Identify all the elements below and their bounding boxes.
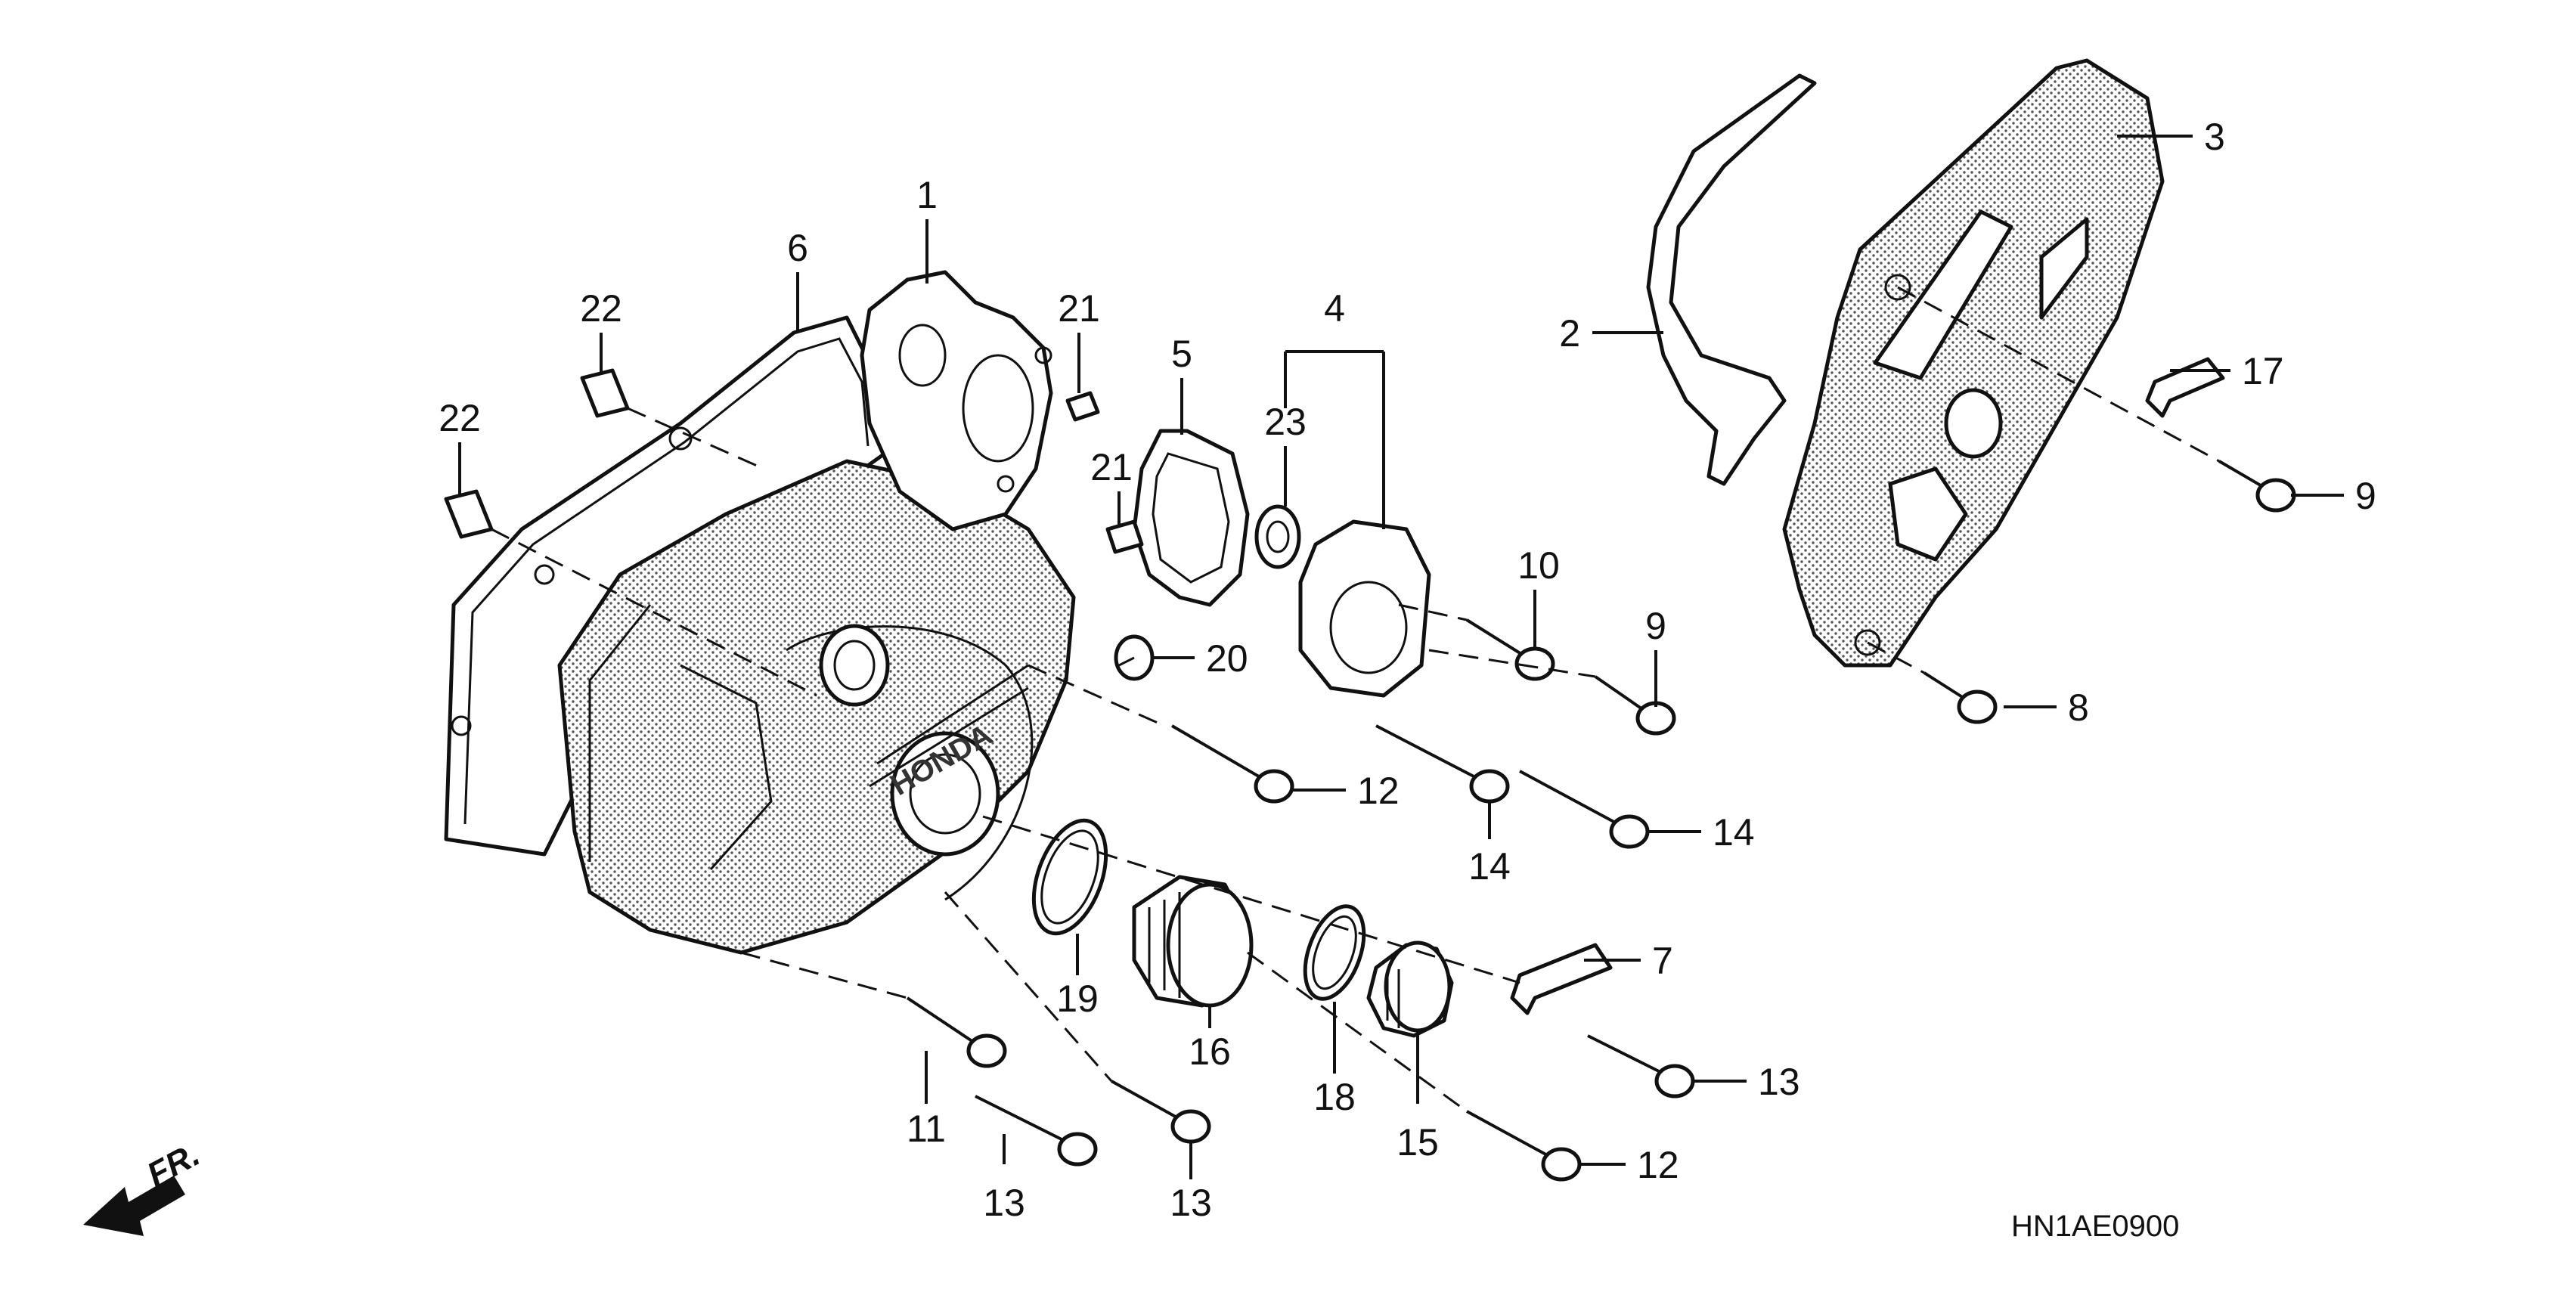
oil-seal-part-23: [1254, 504, 1301, 569]
assembly-lines: [491, 286, 2220, 1113]
callout-22-upper: 22: [580, 287, 622, 330]
stay-bracket-part-2: [1646, 73, 1817, 486]
callout-9-top: 9: [2355, 475, 2376, 517]
water-pump-body-part-1: [860, 270, 1053, 531]
callout-23: 23: [1264, 401, 1307, 443]
bolt-group: [906, 460, 2296, 1182]
callout-21-lower: 21: [1090, 446, 1133, 488]
callout-15: 15: [1396, 1121, 1439, 1164]
callout-7: 7: [1652, 940, 1673, 982]
callout-20: 20: [1206, 637, 1248, 680]
callout-5: 5: [1171, 333, 1192, 375]
callout-13-lower-left: 13: [983, 1182, 1025, 1224]
callout-3: 3: [2204, 116, 2225, 158]
callout-12-lower: 12: [1637, 1144, 1679, 1186]
callout-6: 6: [787, 227, 808, 269]
leader-lines: [458, 135, 2344, 1179]
front-direction-indicator: FR.: [83, 1136, 206, 1236]
pump-cover-part-4: [1298, 519, 1431, 698]
diagram-code: HN1AE0900: [2011, 1210, 2179, 1243]
callout-13-lower-middle: 13: [1170, 1182, 1212, 1224]
o-ring-part-18: [1303, 904, 1366, 1001]
callout-14-right: 14: [1713, 811, 1755, 854]
clip-part-7: [1510, 943, 1613, 1015]
callout-12-upper: 12: [1357, 770, 1400, 812]
collar-part-21-lower: [1105, 519, 1144, 554]
callout-2: 2: [1559, 312, 1580, 355]
dowel-part-22-lower: [444, 489, 494, 539]
hole-cap-part-15: [1366, 940, 1454, 1038]
callout-21-upper: 21: [1058, 287, 1100, 330]
callout-16: 16: [1189, 1030, 1231, 1073]
collar-part-21-upper: [1065, 391, 1100, 422]
callout-1: 1: [916, 174, 938, 216]
callout-19: 19: [1056, 978, 1099, 1020]
clip-part-17: [2145, 357, 2225, 418]
callout-11: 11: [907, 1108, 946, 1150]
callout-9-middle: 9: [1645, 605, 1666, 647]
callout-14-left: 14: [1468, 845, 1511, 888]
callout-18: 18: [1313, 1076, 1356, 1118]
hole-cap-part-16: [1132, 875, 1254, 1008]
dowel-part-22-upper: [580, 368, 630, 418]
sprocket-cover-part-3: [1782, 58, 2165, 668]
callout-8: 8: [2068, 686, 2089, 729]
callout-4: 4: [1324, 287, 1345, 330]
front-arrow-icon: [83, 1176, 185, 1236]
callout-17: 17: [2242, 350, 2284, 392]
front-label: FR.: [141, 1136, 206, 1194]
o-ring-part-19: [1031, 818, 1108, 936]
callout-13-right: 13: [1758, 1061, 1800, 1103]
callout-10: 10: [1517, 544, 1560, 587]
callout-22-lower: 22: [439, 397, 481, 439]
cover-plate-part-5: [1132, 429, 1250, 607]
callout-labels: 1 2 3 4 5 6 7 8 9 9 10 11 12 12 13 13 13…: [439, 116, 2376, 1224]
left-crankcase-cover: HONDA: [557, 459, 1076, 955]
